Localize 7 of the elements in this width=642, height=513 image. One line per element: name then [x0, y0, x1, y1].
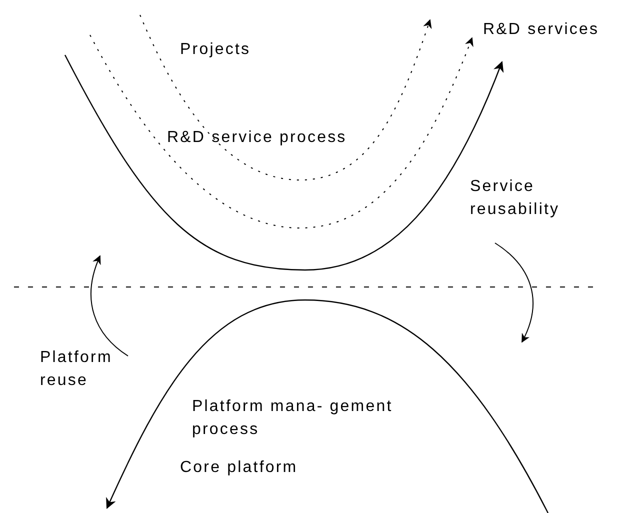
text-label: R&D service process [167, 128, 347, 148]
text-label: Projects [180, 40, 251, 60]
text-label: Core platform [180, 458, 298, 478]
text-label: Platform reuse [40, 348, 114, 391]
text-label: Service reusability [470, 177, 561, 220]
text-label: Platform mana- gement process [192, 397, 394, 440]
text-label: R&D services [483, 20, 600, 40]
